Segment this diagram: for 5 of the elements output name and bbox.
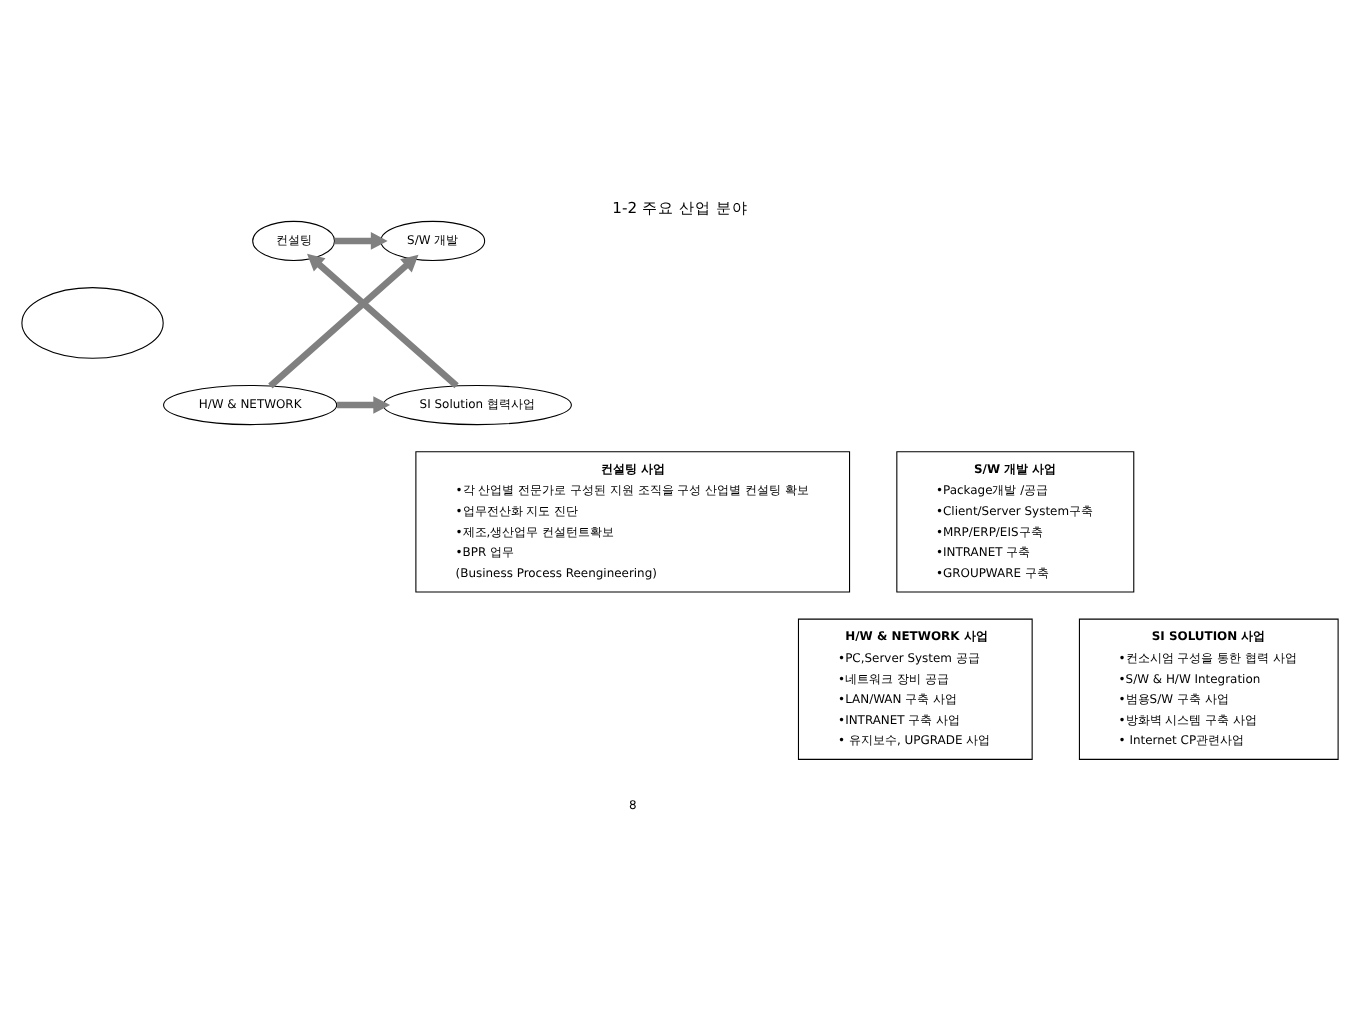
- node-ellipse: [21, 286, 164, 358]
- arrow: [334, 231, 388, 249]
- arrow: [307, 252, 459, 388]
- arrow: [337, 395, 391, 413]
- arrow: [268, 253, 419, 388]
